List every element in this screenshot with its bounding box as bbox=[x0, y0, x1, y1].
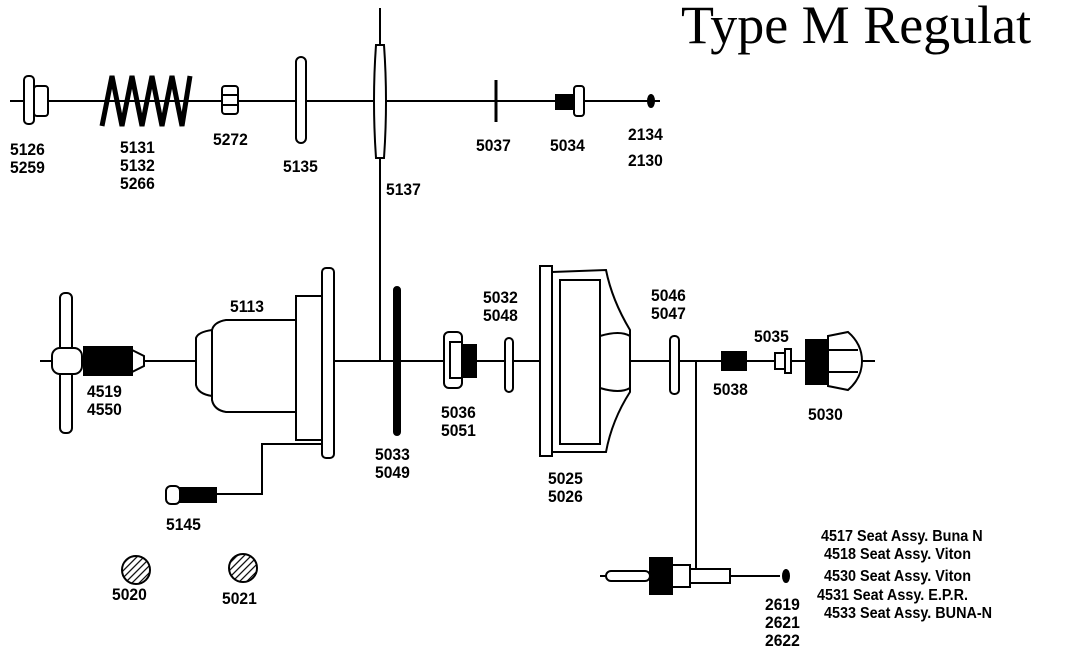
part-5131-spring bbox=[99, 75, 193, 127]
part-5030-cap-nut bbox=[805, 330, 864, 392]
label-5035: 5035 bbox=[754, 327, 789, 346]
part-5038-spring bbox=[721, 351, 747, 371]
part-seat-assembly bbox=[600, 557, 790, 595]
part-5113-bonnet bbox=[195, 267, 335, 459]
part-5126-cap bbox=[23, 75, 49, 125]
label-5020: 5020 bbox=[112, 585, 147, 604]
seat-option-4530: 4530 Seat Assy. Viton bbox=[824, 568, 972, 585]
part-5035-insert bbox=[774, 348, 792, 374]
label-5113: 5113 bbox=[230, 297, 264, 316]
part-5137-diaphragm bbox=[373, 8, 387, 360]
label-5034: 5034 bbox=[550, 136, 585, 155]
part-5033-gasket bbox=[393, 286, 401, 436]
diagram-title: Type M Regulat bbox=[681, 0, 1032, 55]
part-5036-plug bbox=[443, 331, 477, 389]
label-5030: 5030 bbox=[808, 405, 843, 424]
part-5032-oring bbox=[504, 337, 514, 393]
part-5135-washer bbox=[295, 56, 307, 144]
part-5145-screw bbox=[165, 443, 322, 505]
part-5025-body bbox=[539, 265, 631, 457]
label-5135: 5135 bbox=[283, 157, 318, 176]
part-5020-plug bbox=[121, 555, 151, 585]
label-5038: 5038 bbox=[713, 380, 748, 399]
part-4519-t-handle bbox=[51, 292, 145, 434]
part-5272-nut bbox=[221, 85, 239, 115]
label-5137: 5137 bbox=[386, 180, 421, 199]
part-2134-oring bbox=[647, 94, 655, 108]
label-5037: 5037 bbox=[476, 136, 511, 155]
seat-option-4531: 4531 Seat Assy. E.P.R. bbox=[817, 587, 969, 604]
seat-option-4518: 4518 Seat Assy. Viton bbox=[824, 546, 972, 563]
part-5046-oring bbox=[669, 335, 680, 395]
label-5272: 5272 bbox=[213, 130, 248, 149]
part-5021-plug bbox=[228, 553, 258, 583]
part-5034-fitting bbox=[555, 85, 585, 117]
label-5145: 5145 bbox=[166, 515, 201, 534]
label-5021: 5021 bbox=[222, 589, 257, 608]
seat-option-4533: 4533 Seat Assy. BUNA-N bbox=[824, 605, 993, 622]
seat-option-4517: 4517 Seat Assy. Buna N bbox=[821, 528, 983, 545]
